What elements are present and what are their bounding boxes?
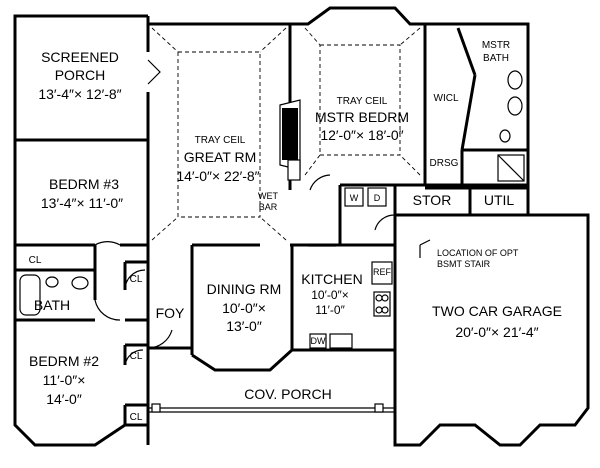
screened-porch-label-2: PORCH [55,67,106,83]
bedrm2-size-2: 14′-0″ [46,391,82,407]
dryer-label: D [374,193,381,203]
wicl-label: WICL [434,93,459,104]
great-rm-label: GREAT RM [184,149,257,165]
kitchen-size: 10′-0″× [311,288,349,302]
mstr-bedrm-size: 12′-0″× 18′-0″ [320,127,403,143]
dining-rm-label: DINING RM [207,281,282,297]
kitchen-size-2: 11′-0″ [315,303,345,317]
drsg-label: DRSG [430,158,459,169]
doors [94,59,431,366]
closet-label: CL [130,351,143,362]
great-rm-note: TRAY CEIL [195,135,246,146]
washer-box [344,187,364,207]
bedrm2-size: 11′-0″× [43,372,86,388]
stair-note-line1: LOCATION OF OPT [437,248,519,258]
mstr-bath-label-2: BATH [483,53,509,64]
closet-label: CL [130,412,143,423]
bedrm3-size: 13′-4″× 11′-0″ [41,195,123,211]
closet-label: CL [29,255,42,266]
great-rm-size: 14′-0″× 22′-8″ [176,168,259,184]
dining-rm-size-2: 13′-0″ [226,318,262,334]
mstr-bath-label: MSTR [482,40,510,51]
mstr-bedrm-note: TRAY CEIL [337,96,388,107]
dining-rm-size: 10′-0″× [222,300,266,316]
room-labels: SCREENED PORCH 13′-4″× 12′-8″ TRAY CEIL … [29,40,562,407]
fixture-labels: W D REF DW [311,193,392,346]
bedrm2-label: BEDRM #2 [29,353,99,369]
kitchen-label: KITCHEN [301,271,362,287]
foyer-label: FOY [156,305,185,321]
cov-porch-label: COV. PORCH [244,386,331,402]
stair-note: LOCATION OF OPT BSMT STAIR [437,248,519,269]
washer-label: W [350,193,359,203]
closet-label: CL [130,274,143,285]
fixtures [19,70,525,349]
util-label: UTIL [484,192,515,208]
bath-label: BATH [34,297,70,313]
closet-labels: CL CL CL CL [29,255,143,423]
stair-note-line2: BSMT STAIR [437,259,491,269]
dw-label: DW [311,336,326,346]
dryer-box [367,187,387,207]
tray-ceiling-lines [151,27,421,241]
screened-porch-label: SCREENED [41,49,119,65]
ref-label: REF [373,267,392,277]
screened-porch-size: 13′-4″× 12′-8″ [38,86,121,102]
wet-bar-label-2: BAR [259,202,278,212]
wet-bar-label: WET [258,191,278,201]
garage-size: 20′-0″× 21′-4″ [455,324,538,340]
stor-label: STOR [413,192,452,208]
bedrm3-label: BEDRM #3 [49,176,119,192]
garage-label: TWO CAR GARAGE [432,303,562,319]
mstr-bedrm-label: MSTR BEDRM [315,109,409,125]
